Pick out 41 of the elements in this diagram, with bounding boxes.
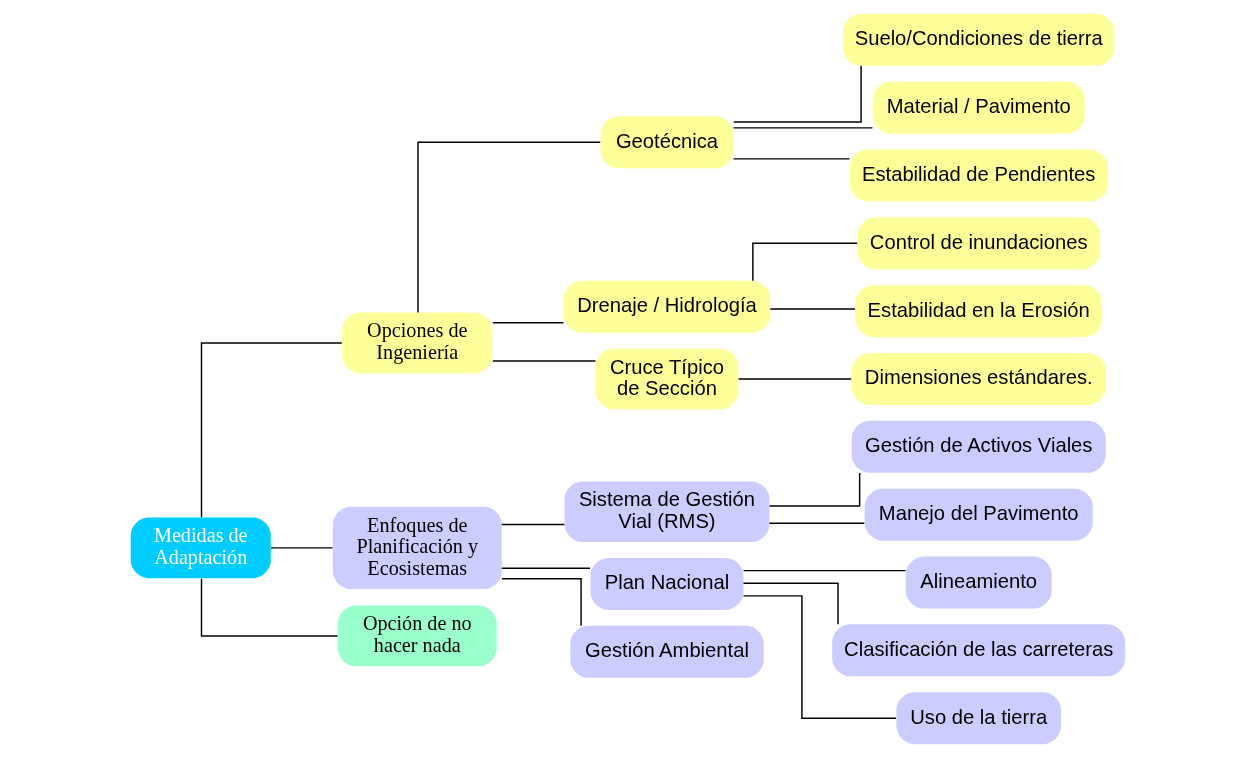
connector [500, 577, 582, 627]
node-box: Drenaje / Hidrología [563, 280, 770, 333]
node-box: Dimensiones estándares. [851, 353, 1106, 405]
connector [742, 569, 906, 572]
connector [732, 158, 850, 160]
connector [491, 360, 596, 362]
connector [416, 141, 601, 314]
connector [500, 567, 591, 570]
node-box: Estabilidad en la Erosión [854, 285, 1102, 338]
node-box: Uso de la tierra [895, 692, 1061, 745]
connector [737, 378, 852, 380]
connector [500, 523, 565, 526]
node-box: Medidas de Adaptación [130, 517, 271, 579]
connector [732, 127, 873, 129]
connector [732, 65, 862, 123]
node-box: Suelo/Condiciones de tierra [842, 13, 1114, 66]
connector [491, 322, 564, 324]
node-box: Gestión Ambiental [569, 625, 764, 678]
node-box: Opciones de Ingeniería [341, 312, 492, 374]
node-box: Estabilidad de Pendientes [849, 149, 1108, 202]
node-box: Clasificación de las carreteras [831, 624, 1125, 677]
node-box: Control de inundaciones [857, 217, 1100, 270]
node-box: Alineamiento [905, 556, 1052, 609]
connector [751, 242, 858, 282]
connector [768, 472, 860, 507]
connector [269, 547, 333, 549]
node-box: Sistema de Gestión Vial (RMS) [564, 481, 769, 543]
node-box: Opción de no hacer nada [337, 605, 497, 667]
connector [769, 308, 856, 310]
node-box: Plan Nacional [589, 557, 743, 610]
node-box: Material / Pavimento [872, 81, 1085, 134]
node-box: Geotécnica [600, 116, 733, 169]
node-box: Gestión de Activos Viales [851, 420, 1106, 473]
connector [742, 595, 897, 719]
connector [200, 577, 338, 637]
connector [200, 342, 343, 518]
connector [768, 522, 865, 525]
node-box: Cruce Típico de Sección [595, 348, 738, 410]
node-box: Enfoques de Planificación y Ecosistemas [332, 506, 502, 589]
node-box: Manejo del Pavimento [864, 488, 1093, 541]
connector [742, 582, 839, 625]
